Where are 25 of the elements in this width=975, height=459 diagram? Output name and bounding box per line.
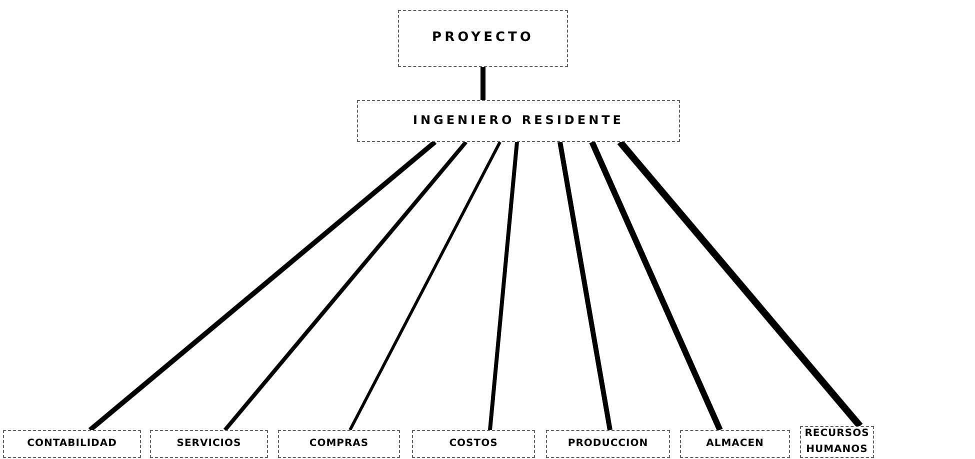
box-label: COMPRAS — [309, 437, 369, 451]
box-label: SERVICIOS — [176, 437, 242, 451]
box-label: INGENIERO RESIDENTE — [412, 112, 624, 130]
connector-line — [223, 140, 468, 432]
org-box — [680, 430, 790, 458]
box-label: PROYECTO — [432, 29, 534, 48]
box-label: COSTOS — [449, 437, 498, 451]
connector-line — [589, 140, 723, 432]
connector-line — [348, 141, 502, 431]
org-box — [357, 100, 680, 142]
org-box — [150, 430, 268, 458]
box-label: CONTABILIDAD — [27, 437, 117, 451]
connector-line — [88, 140, 437, 432]
org-box — [412, 430, 535, 458]
box-label: PRODUCCION — [568, 437, 648, 451]
connector-line — [617, 140, 863, 428]
connector-line — [480, 67, 486, 100]
box-label: ALMACEN — [706, 437, 764, 451]
connector-line — [558, 142, 612, 430]
org-box — [3, 430, 141, 458]
org-box — [398, 10, 568, 67]
org-box — [278, 430, 400, 458]
box-label: RECURSOS HUMANOS — [804, 427, 870, 457]
org-box — [546, 430, 670, 458]
connector-line — [488, 142, 519, 430]
